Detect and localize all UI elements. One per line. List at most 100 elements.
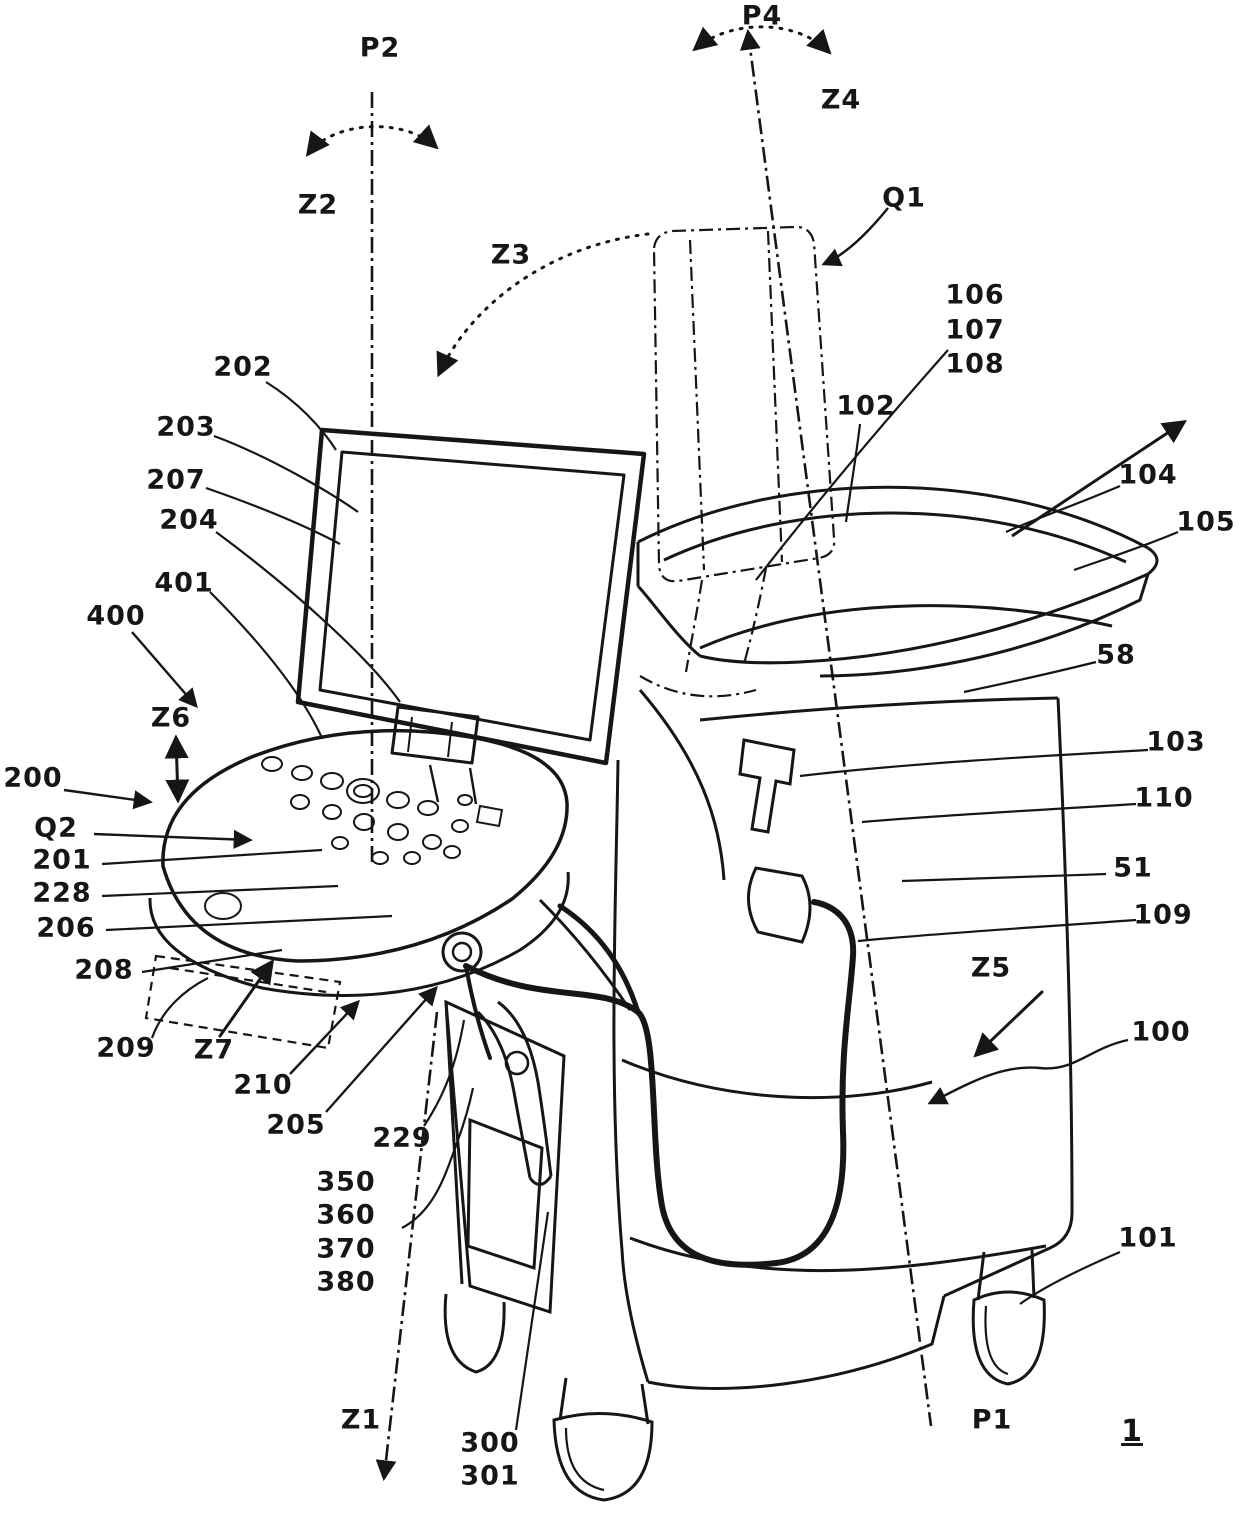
axis-label-z4: Z4 xyxy=(820,84,862,116)
control-panel xyxy=(148,728,570,998)
ref-label-401: 401 xyxy=(154,567,214,599)
arrow-200 xyxy=(63,788,153,810)
ref-label-380: 380 xyxy=(316,1266,376,1298)
leader-102 xyxy=(844,423,862,523)
axis-label-p4: P4 xyxy=(741,0,783,32)
leader-228 xyxy=(101,884,339,898)
ref-label-360: 360 xyxy=(316,1199,376,1231)
ref-label-206: 206 xyxy=(36,912,96,944)
arrow-210 xyxy=(289,999,360,1075)
ref-label-202: 202 xyxy=(213,351,273,383)
leader-203 xyxy=(213,434,359,513)
pivot-knob xyxy=(441,931,483,973)
axis-label-z7: Z7 xyxy=(193,1034,235,1066)
ref-label-208: 208 xyxy=(74,954,134,986)
axis-label-z3: Z3 xyxy=(490,239,532,271)
monitor-hinge xyxy=(390,705,480,765)
arrow-q2 xyxy=(93,829,253,849)
z4-rotation-arrow xyxy=(692,25,832,55)
ref-label-301: 301 xyxy=(460,1460,520,1492)
handle xyxy=(738,738,796,834)
axis-label-z5: Z5 xyxy=(970,952,1012,984)
casters xyxy=(443,1249,1046,1502)
axis-label-z2: Z2 xyxy=(297,189,339,221)
leader-208 xyxy=(141,948,283,974)
trackball xyxy=(346,778,380,804)
leader-51 xyxy=(901,872,1107,883)
axis-p4-line xyxy=(739,28,933,1427)
monitor xyxy=(295,427,647,805)
leader-300-301 xyxy=(514,1211,550,1431)
ref-label-110: 110 xyxy=(1134,782,1194,814)
leader-202 xyxy=(265,381,337,451)
ref-label-103: 103 xyxy=(1146,726,1206,758)
figure-number: 1 xyxy=(1121,1414,1143,1449)
ref-label-350: 350 xyxy=(316,1166,376,1198)
z5-arrow xyxy=(973,990,1044,1058)
ref-label-107: 107 xyxy=(945,314,1005,346)
ref-label-51: 51 xyxy=(1113,852,1153,884)
z7-arrow xyxy=(218,959,275,1038)
arrow-400 xyxy=(131,631,198,709)
ref-label-102: 102 xyxy=(836,390,896,422)
ref-label-105: 105 xyxy=(1176,506,1236,538)
ref-label-100: 100 xyxy=(1131,1016,1191,1048)
leader-350-380 xyxy=(401,1087,475,1229)
ref-label-204: 204 xyxy=(159,504,219,536)
leader-106-108 xyxy=(755,349,949,581)
ref-label-104: 104 xyxy=(1118,459,1178,491)
leader-401 xyxy=(209,591,324,739)
monitor-bezel xyxy=(295,427,647,766)
leader-58 xyxy=(963,660,1097,694)
ref-label-203: 203 xyxy=(156,411,216,443)
ref-label-300: 300 xyxy=(460,1427,520,1459)
arrow-205 xyxy=(325,985,438,1113)
arrow-q1 xyxy=(821,207,889,267)
axis-label-z6: Z6 xyxy=(150,702,192,734)
leader-104 xyxy=(1005,484,1121,533)
leader-207 xyxy=(205,486,341,545)
caster-center xyxy=(552,1377,654,1502)
ref-label-101: 101 xyxy=(1118,1222,1178,1254)
leader-201 xyxy=(101,848,323,866)
probe-assembly xyxy=(441,931,553,1186)
ref-label-q1: Q1 xyxy=(882,182,926,214)
leader-103 xyxy=(799,748,1149,778)
panel-buttons xyxy=(204,756,504,920)
front-column xyxy=(444,999,566,1315)
ref-label-228: 228 xyxy=(32,877,92,909)
axis-z1-line xyxy=(375,1011,439,1482)
caster-right xyxy=(971,1249,1046,1386)
caster-left xyxy=(443,1293,506,1374)
z6-double-arrow xyxy=(164,734,190,804)
ref-label-207: 207 xyxy=(146,464,206,496)
monitor-screen xyxy=(318,450,626,742)
leader-105 xyxy=(1073,530,1179,572)
ref-label-370: 370 xyxy=(316,1233,376,1265)
leader-209 xyxy=(150,977,209,1039)
ref-label-400: 400 xyxy=(86,600,146,632)
label-arrows xyxy=(63,207,1129,1113)
ref-label-229: 229 xyxy=(372,1122,432,1154)
axis-label-p2: P2 xyxy=(359,32,401,64)
ref-label-205: 205 xyxy=(266,1109,326,1141)
shelf xyxy=(636,485,1159,678)
axis-label-p1: P1 xyxy=(971,1404,1013,1436)
keyboard-tray xyxy=(144,954,342,1050)
ref-label-108: 108 xyxy=(945,348,1005,380)
arrow-100 xyxy=(927,1038,1129,1105)
leader-101 xyxy=(1019,1250,1121,1305)
leader-204 xyxy=(215,531,401,703)
ref-label-q2: Q2 xyxy=(34,812,78,844)
ref-label-109: 109 xyxy=(1133,899,1193,931)
ref-label-200: 200 xyxy=(3,762,63,794)
leader-206 xyxy=(105,914,393,932)
probe-cup xyxy=(746,866,812,944)
leader-lines xyxy=(101,349,1179,1431)
rotation-arrows xyxy=(164,25,1044,1058)
leader-109 xyxy=(857,918,1137,943)
ref-label-58: 58 xyxy=(1096,639,1136,671)
ref-label-201: 201 xyxy=(32,844,92,876)
